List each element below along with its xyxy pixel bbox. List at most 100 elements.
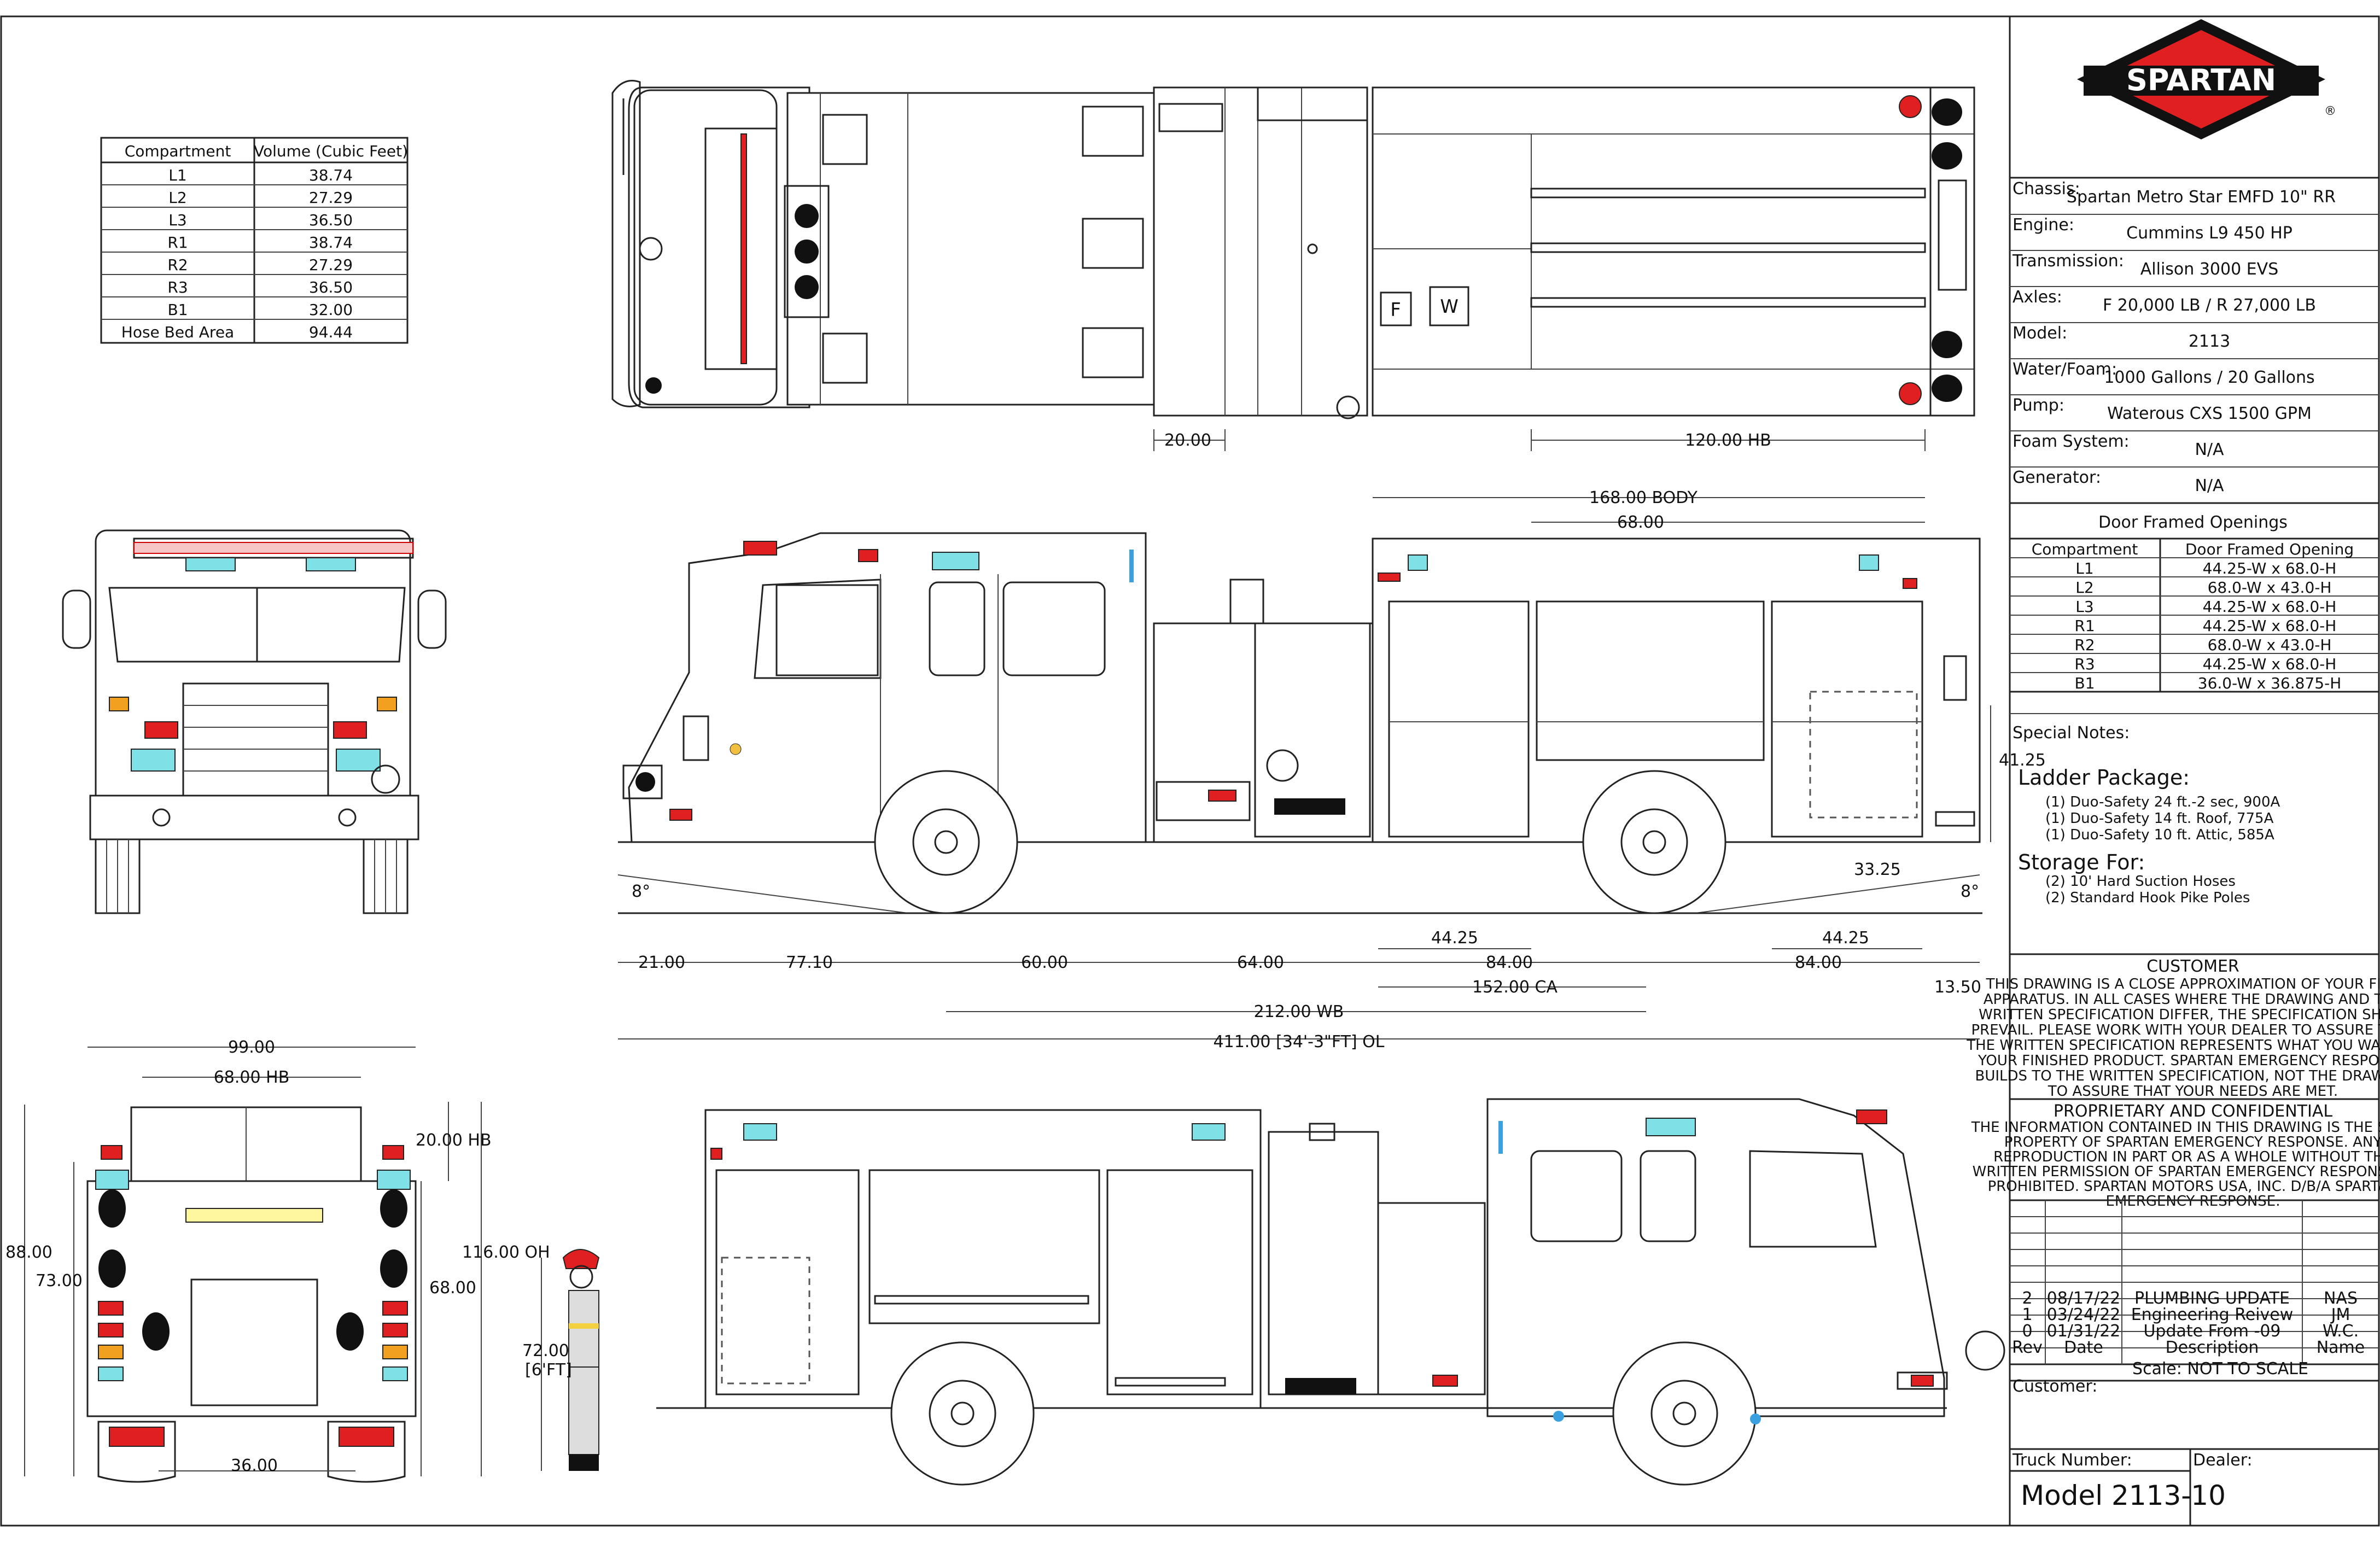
dim-rear-99: 99.00 xyxy=(228,1038,275,1057)
logo-wordmark: SPARTAN xyxy=(2126,63,2276,97)
truck-top-view: F W 20.00 120.00 HB xyxy=(611,80,1975,451)
rev-cell: JM xyxy=(2330,1305,2350,1324)
scale-note: Scale: NOT TO SCALE xyxy=(2132,1359,2308,1379)
spec-value-water-foam: 1000 Gallons / 20 Gallons xyxy=(2104,368,2314,387)
rev-header: Description xyxy=(2166,1338,2259,1357)
person-height: 72.00 xyxy=(522,1341,569,1360)
spec-value-chassis: Spartan Metro Star EMFD 10" RR xyxy=(2067,188,2336,207)
spec-value-model: 2113 xyxy=(2189,332,2230,351)
dim-wb: 212.00 WB xyxy=(1254,1002,1344,1021)
truck-side-view-driver: 168.00 BODY 68.00 41.25 33.25 8° 8° 44.2… xyxy=(617,488,2046,1052)
dim-row-64: 64.00 xyxy=(1237,953,1284,972)
truck-rear-view: 99.00 68.00 HB 20.00 HB 116.00 OH 88.00 … xyxy=(5,1038,550,1483)
dim-rear-73: 73.00 xyxy=(36,1271,83,1290)
comp-table-header-compartment: Compartment xyxy=(125,142,231,160)
dim-top-20: 20.00 xyxy=(1164,431,1211,450)
rev-cell: 03/24/22 xyxy=(2047,1305,2121,1324)
dim-rear-20hb: 20.00 HB xyxy=(416,1131,492,1150)
proprietary-line: PROPERTY OF SPARTAN EMERGENCY RESPONSE. … xyxy=(2004,1134,2380,1150)
door-table-cell: 44.25-W x 68.0-H xyxy=(2203,598,2337,616)
door-table-cell: L1 xyxy=(2075,559,2093,577)
spec-value-pump: Waterous CXS 1500 GPM xyxy=(2107,404,2312,423)
door-table-cell: 44.25-W x 68.0-H xyxy=(2203,559,2337,577)
spec-label: Water/Foam: xyxy=(2012,360,2117,379)
rev-header: Rev xyxy=(2012,1338,2043,1357)
truck-side-view-passenger xyxy=(656,1098,2005,1486)
firefighter-figure: 72.00 [6'FT] xyxy=(522,1249,600,1471)
customer-title: CUSTOMER xyxy=(2146,957,2239,976)
rev-cell: W.C. xyxy=(2323,1322,2359,1341)
dim-ca: 152.00 CA xyxy=(1472,978,1558,997)
proprietary-line: PROHIBITED. SPARTAN MOTORS USA, INC. D/B… xyxy=(1988,1178,2380,1195)
dim-row-77: 77.10 xyxy=(786,953,833,972)
proprietary-line: EMERGENCY RESPONSE. xyxy=(2105,1193,2280,1210)
customer-line: TO ASSURE THAT YOUR NEEDS ARE MET. xyxy=(2048,1083,2338,1100)
comp-table-cell: R3 xyxy=(167,278,188,296)
dim-top-120hb: 120.00 HB xyxy=(1685,431,1771,450)
rev-cell: 2 xyxy=(2022,1289,2032,1308)
dim-ol: 411.00 [34'-3"FT] OL xyxy=(1214,1032,1385,1052)
spec-label: Foam System: xyxy=(2012,432,2130,451)
rev-cell: 08/17/22 xyxy=(2047,1289,2121,1308)
comp-table-cell: 27.29 xyxy=(309,189,353,207)
spec-label: Axles: xyxy=(2012,288,2062,307)
door-table-cell: R2 xyxy=(2074,636,2095,654)
rev-cell: PLUMBING UPDATE xyxy=(2134,1289,2290,1308)
rev-cell: NAS xyxy=(2324,1289,2358,1308)
spec-value-axles: F 20,000 LB / R 27,000 LB xyxy=(2103,296,2316,315)
customer-line: WRITTEN SPECIFICATION DIFFER, THE SPECIF… xyxy=(1979,1007,2380,1023)
spec-label: Pump: xyxy=(2012,396,2064,415)
proprietary-line: THE INFORMATION CONTAINED IN THIS DRAWIN… xyxy=(1971,1119,2380,1136)
customer-line: PREVAIL. PLEASE WORK WITH YOUR DEALER TO… xyxy=(1971,1022,2380,1038)
spec-label: Chassis: xyxy=(2012,179,2080,198)
dim-row-84b: 84.00 xyxy=(1795,953,1842,972)
spec-label: Engine: xyxy=(2012,215,2074,235)
customer-disclaimer: CUSTOMER THIS DRAWING IS A CLOSE APPROXI… xyxy=(1966,953,2380,1100)
comp-table-cell: L3 xyxy=(168,211,186,229)
comp-table-cell: 27.29 xyxy=(309,256,353,274)
door-table-cell: L3 xyxy=(2075,598,2093,616)
customer-line: BUILDS TO THE WRITTEN SPECIFICATION, NOT… xyxy=(1975,1068,2380,1084)
door-table-cell: 44.25-W x 68.0-H xyxy=(2203,655,2337,673)
door-table-cell: 36.0-W x 36.875-H xyxy=(2198,674,2342,692)
comp-table-cell: 36.50 xyxy=(309,211,353,229)
customer-line: YOUR FINISHED PRODUCT. SPARTAN EMERGENCY… xyxy=(1978,1053,2380,1069)
comp-table-cell: 38.74 xyxy=(309,233,353,252)
dim-44a: 44.25 xyxy=(1431,928,1478,948)
ladder-item: (1) Duo-Safety 10 ft. Attic, 585A xyxy=(2045,827,2274,843)
dim-row-60: 60.00 xyxy=(1021,953,1068,972)
comp-table-cell: R2 xyxy=(167,256,188,274)
dim-rear-88: 88.00 xyxy=(5,1243,52,1262)
rev-header: Name xyxy=(2317,1338,2365,1357)
ladder-item: (1) Duo-Safety 24 ft.-2 sec, 900A xyxy=(2045,794,2280,810)
model-number: Model 2113-10 xyxy=(2021,1480,2226,1511)
rev-cell: 0 xyxy=(2022,1322,2032,1341)
dim-body-168: 168.00 BODY xyxy=(1589,488,1698,507)
spec-value-foam-system: N/A xyxy=(2195,440,2224,459)
comp-table-cell: 38.74 xyxy=(309,166,353,184)
customer-line: THE WRITTEN SPECIFICATION REPRESENTS WHA… xyxy=(1966,1037,2380,1054)
door-table-header-opening: Door Framed Opening xyxy=(2185,540,2354,558)
rev-header: Date xyxy=(2064,1338,2103,1357)
door-table-cell: B1 xyxy=(2074,674,2095,692)
comp-table-cell: 94.44 xyxy=(309,323,353,341)
door-openings-title: Door Framed Openings xyxy=(2098,513,2288,532)
rev-cell: Update From -09 xyxy=(2143,1322,2280,1341)
customer-field-label: Customer: xyxy=(2012,1377,2097,1396)
comp-table-cell: B1 xyxy=(167,301,188,319)
dim-row-84a: 84.00 xyxy=(1486,953,1533,972)
storage-title: Storage For: xyxy=(2018,850,2145,874)
dim-rear-36: 36.00 xyxy=(231,1456,278,1475)
storage-item: (2) 10' Hard Suction Hoses xyxy=(2045,873,2236,890)
comp-table-cell: L1 xyxy=(168,166,186,184)
dim-h41: 41.25 xyxy=(1999,751,2046,770)
dim-angle-departure: 8° xyxy=(1961,882,1979,901)
dim-68: 68.00 xyxy=(1617,513,1664,532)
door-table-cell: R3 xyxy=(2074,655,2095,673)
storage-item: (2) Standard Hook Pike Poles xyxy=(2045,890,2250,906)
spec-value-engine: Cummins L9 450 HP xyxy=(2126,224,2292,243)
comp-table-header-volume: Volume (Cubic Feet) xyxy=(254,142,408,160)
customer-line: APPARATUS. IN ALL CASES WHERE THE DRAWIN… xyxy=(1984,991,2380,1008)
